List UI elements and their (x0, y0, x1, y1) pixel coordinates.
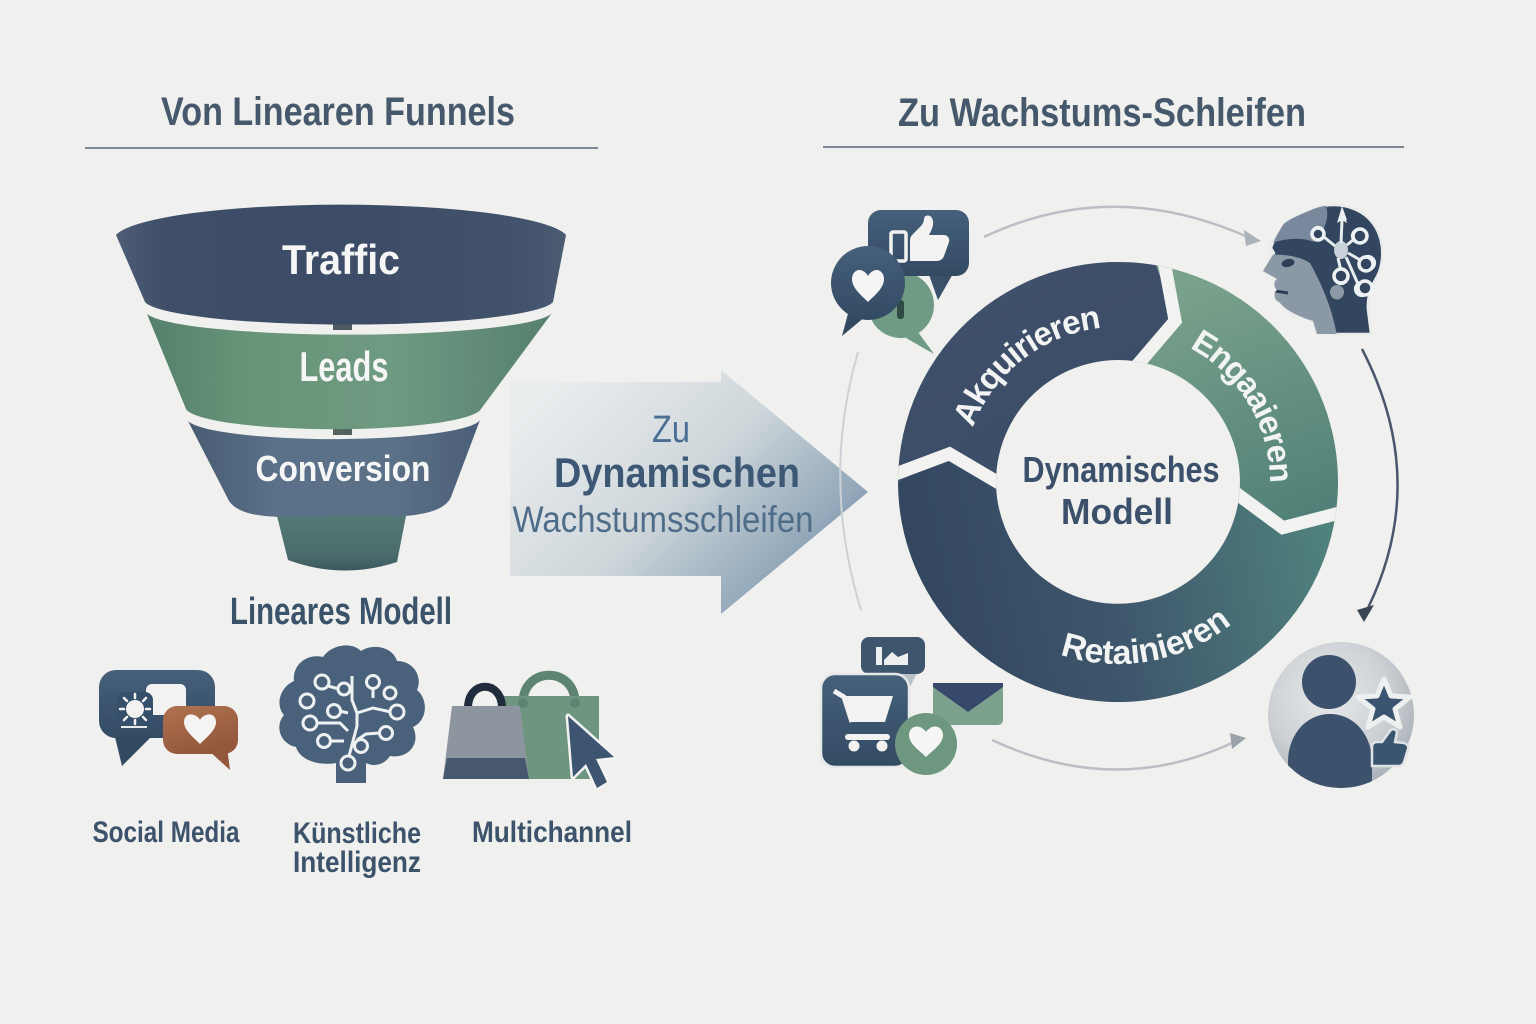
svg-text:Zu Wachstums-Schleifen: Zu Wachstums-Schleifen (898, 91, 1306, 135)
svg-text:Social Media: Social Media (93, 816, 240, 849)
svg-text:Dynamischen: Dynamischen (554, 449, 800, 496)
svg-text:Multichannel: Multichannel (472, 816, 632, 849)
svg-text:Lineares Modell: Lineares Modell (230, 591, 452, 633)
svg-text:Zu: Zu (652, 409, 690, 451)
svg-text:Traffic: Traffic (282, 236, 400, 283)
svg-text:Intelligenz: Intelligenz (293, 846, 421, 879)
svg-text:Dynamisches: Dynamisches (1023, 449, 1220, 490)
svg-text:Wachstumsschleifen: Wachstumsschleifen (513, 499, 814, 540)
svg-text:Modell: Modell (1061, 491, 1173, 532)
svg-text:Conversion: Conversion (256, 448, 431, 489)
svg-text:Leads: Leads (300, 343, 389, 390)
svg-text:Künstliche: Künstliche (293, 817, 421, 850)
svg-text:Von Linearen Funnels: Von Linearen Funnels (161, 90, 515, 134)
